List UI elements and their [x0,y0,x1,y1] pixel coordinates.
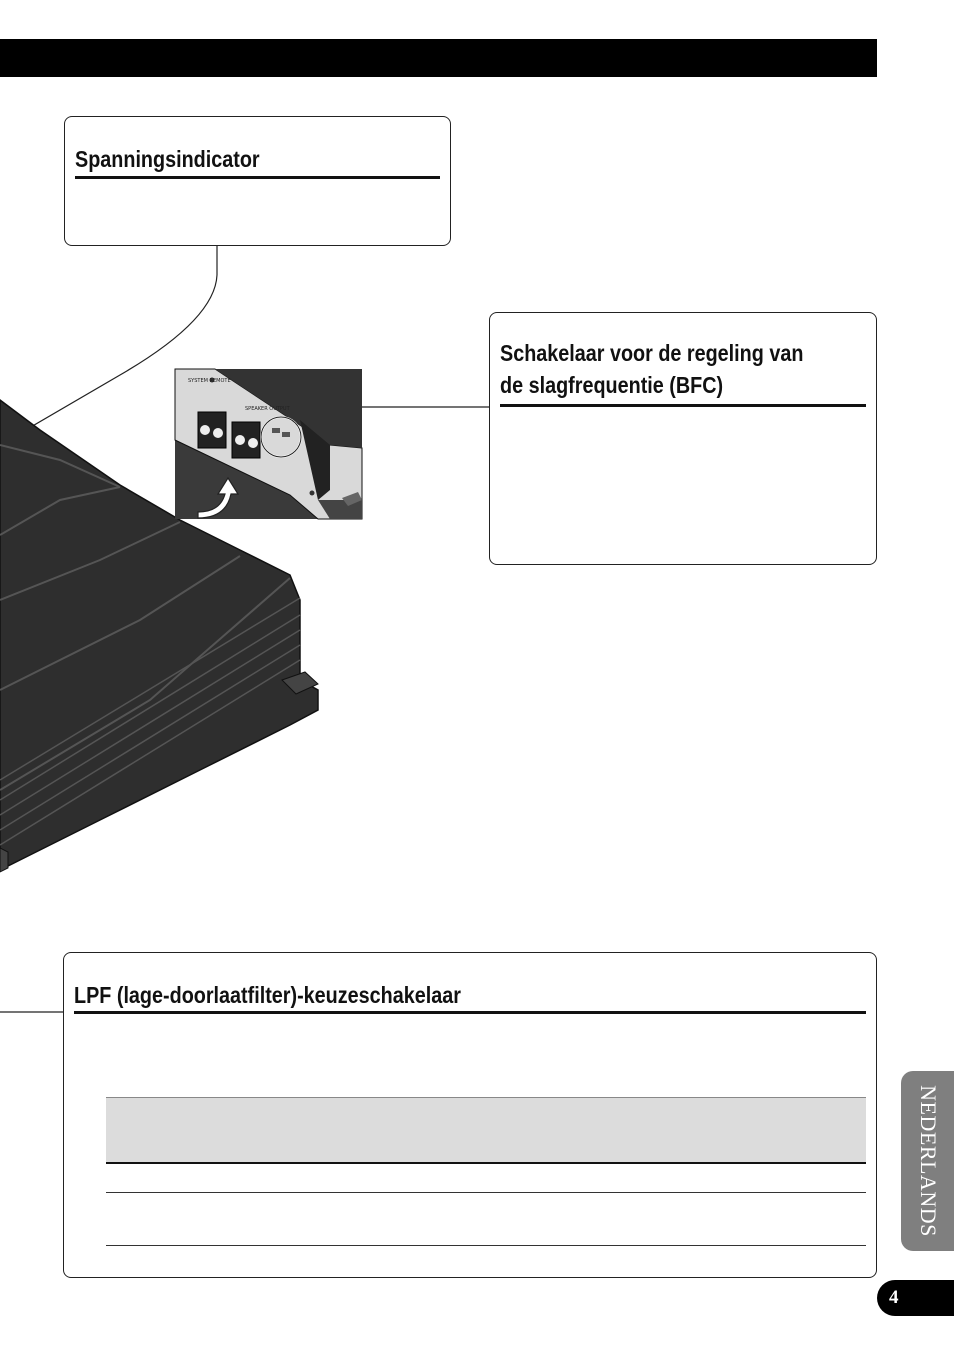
arrow-icon [197,476,240,519]
page-number: 4 [877,1280,954,1316]
bfc-title-line1: Schakelaar voor de regeling van [500,340,804,366]
bfc-title: Schakelaar voor de regeling van de slagfr… [500,337,885,401]
table-row [106,1193,866,1246]
leader-line-spanning [0,246,218,446]
inset-panel: SYSTEM REMOTE SPEAKER OUTPUT [174,368,363,520]
title-rule [74,1011,866,1014]
lpf-callout: LPF (lage-doorlaatfilter)-keuzeschakelaa… [63,952,877,1278]
lpf-title: LPF (lage-doorlaatfilter)-keuzeschakelaa… [74,982,461,1008]
bfc-title-line2: de slagfrequentie (BFC) [500,372,724,398]
lpf-table [106,1097,866,1246]
table-row [106,1164,866,1193]
spanningsindicator-title: Spanningsindicator [75,146,260,172]
language-tab: NEDERLANDS [901,1071,954,1251]
title-rule [75,176,440,179]
header-bar [0,39,877,77]
amplifier-body [0,399,319,873]
bfc-callout: Schakelaar voor de regeling van de slagfr… [489,312,877,565]
table-header [106,1097,866,1164]
spanningsindicator-callout: Spanningsindicator [64,116,451,246]
speaker-output-label: SPEAKER OUTPUT [245,406,291,412]
language-tab-label: NEDERLANDS [915,1085,941,1237]
system-remote-label: SYSTEM REMOTE [188,378,231,384]
title-rule [500,404,866,407]
